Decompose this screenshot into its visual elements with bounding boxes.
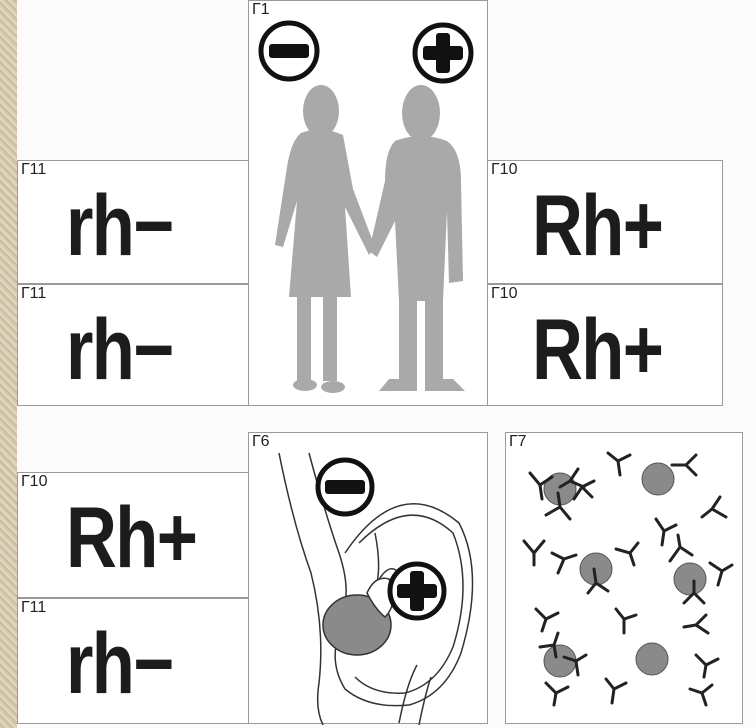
card-rh-negative-3: Г11 rh−: [17, 598, 249, 724]
antibody-icon: [546, 683, 568, 705]
card-label: Г10: [491, 161, 517, 179]
card-rh-negative-2: Г11 rh−: [17, 284, 249, 406]
antibody-icon: [670, 535, 692, 561]
antibody-icon: [710, 563, 732, 585]
decorative-edge-strip: [0, 0, 17, 728]
plus-icon: [390, 564, 444, 618]
antigen-cells: [544, 463, 706, 677]
rh-factor-text: Rh+: [532, 305, 662, 395]
card-rh-positive-2: Г10 Rh+: [487, 284, 723, 406]
antibody-icon: [696, 655, 718, 677]
rh-factor-text: Rh+: [532, 181, 662, 271]
card-rh-positive-3: Г10 Rh+: [17, 472, 249, 598]
antibody-icon: [690, 685, 712, 705]
panel-g7-antibodies: Г7: [505, 432, 743, 724]
card-label: Г11: [21, 161, 46, 179]
antibody-icon: [608, 453, 630, 475]
antibody-icon: [684, 615, 708, 633]
antibody-illustration: [506, 433, 744, 725]
antibody-icon: [536, 609, 558, 631]
antibody-icon: [616, 609, 636, 633]
rh-factor-text: rh−: [66, 305, 173, 395]
card-label: Г11: [21, 285, 46, 303]
woman-silhouette: [275, 85, 375, 393]
antigen-cell-icon: [642, 463, 674, 495]
rh-factor-text: Rh+: [66, 493, 196, 583]
antibody-icon: [552, 553, 576, 573]
card-rh-positive-1: Г10 Rh+: [487, 160, 723, 284]
couple-illustration: [249, 1, 489, 407]
card-label: Г10: [21, 473, 47, 491]
rh-factor-text: rh−: [66, 619, 173, 709]
antibody-icon: [656, 519, 676, 545]
card-label: Г11: [21, 599, 46, 617]
rh-factor-text: rh−: [66, 181, 173, 271]
antibody-icon: [616, 543, 638, 565]
panel-g1-couple: Г1: [248, 0, 488, 406]
antibody-icon: [702, 497, 726, 517]
plus-icon: [415, 25, 471, 81]
antigen-cell-icon: [544, 645, 576, 677]
card-label: Г10: [491, 285, 517, 303]
man-silhouette: [369, 85, 465, 391]
antibody-icon: [606, 679, 626, 703]
antibody-icon: [672, 455, 696, 475]
antigen-cell-icon: [636, 643, 668, 675]
antibody-icon: [524, 541, 544, 565]
pregnancy-illustration: [249, 433, 489, 725]
minus-icon: [261, 23, 317, 79]
card-rh-negative-1: Г11 rh−: [17, 160, 249, 284]
panel-g6-pregnancy: Г6: [248, 432, 488, 724]
antigen-cell-icon: [674, 563, 706, 595]
minus-icon: [318, 460, 372, 514]
